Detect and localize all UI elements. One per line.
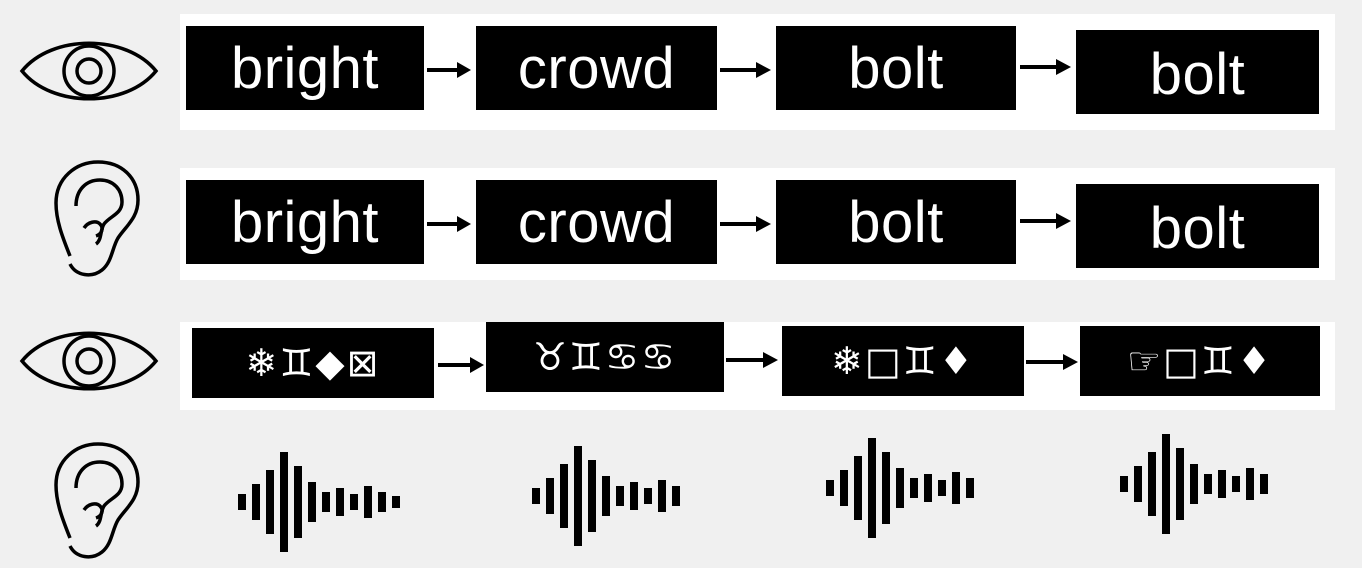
word-box: bright bbox=[186, 26, 424, 110]
symbol-box: ❄□♊♦ bbox=[782, 326, 1024, 396]
audio-waveform-icon bbox=[532, 446, 680, 546]
ear-icon bbox=[54, 160, 140, 277]
word-box: bolt bbox=[1076, 184, 1319, 268]
symbol-box: ☞□♊♦ bbox=[1080, 326, 1320, 396]
word-box: crowd bbox=[476, 180, 717, 264]
arrow-right-icon bbox=[726, 352, 778, 368]
word-box: bright bbox=[186, 180, 424, 264]
arrow-right-icon bbox=[1020, 213, 1071, 229]
arrow-right-icon bbox=[438, 357, 484, 373]
row-auditory-waveforms bbox=[0, 420, 1362, 568]
symbol-box: ♉♊♋♋ bbox=[486, 322, 724, 392]
word-box: bolt bbox=[776, 26, 1016, 110]
arrow-right-icon bbox=[427, 216, 471, 232]
eye-icon bbox=[19, 41, 159, 101]
word-box: bolt bbox=[776, 180, 1016, 264]
arrow-right-icon bbox=[1026, 354, 1078, 370]
row-visual-symbols: ❄♊◆⊠ ♉♊♋♋ ❄□♊♦ ☞□♊♦ bbox=[0, 300, 1362, 420]
arrow-right-icon bbox=[720, 216, 771, 232]
arrow-right-icon bbox=[1020, 59, 1071, 75]
audio-waveform-icon bbox=[238, 452, 400, 552]
word-box: bolt bbox=[1076, 30, 1319, 114]
word-box: crowd bbox=[476, 26, 717, 110]
arrow-right-icon bbox=[427, 62, 471, 78]
audio-waveform-icon bbox=[1120, 434, 1268, 534]
arrow-right-icon bbox=[720, 62, 771, 78]
eye-icon bbox=[19, 331, 159, 391]
row-auditory-words: bright crowd bolt bolt bbox=[0, 150, 1362, 290]
audio-waveform-icon bbox=[826, 438, 974, 538]
row-visual-words: bright crowd bolt bolt bbox=[0, 0, 1362, 140]
ear-icon bbox=[54, 442, 140, 559]
symbol-box: ❄♊◆⊠ bbox=[192, 328, 434, 398]
